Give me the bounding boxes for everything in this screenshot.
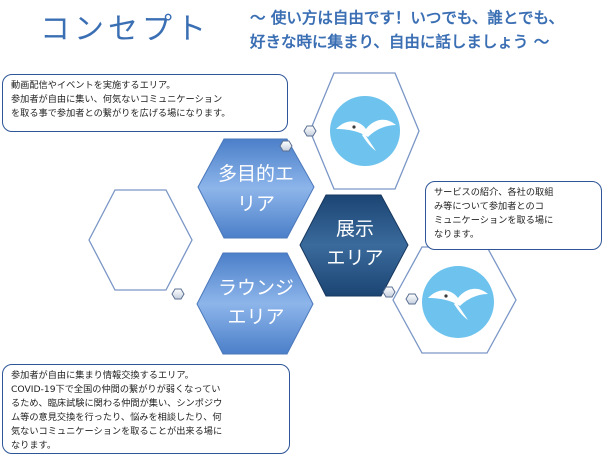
subtitle-line-2: 好きな時に集まり、自由に話しましょう ～: [250, 33, 550, 51]
hex-multipurpose-line1: 多目的エ: [218, 163, 294, 185]
bird-photo-icon: [330, 96, 400, 166]
hex-multipurpose-line2: リア: [237, 193, 275, 215]
hex-connector-icon: [382, 286, 396, 298]
hex-exhibition-line2: エリア: [326, 247, 383, 269]
hex-connector-icon: [279, 140, 293, 152]
callout-exhibition: サービスの紹介、各社の取組 み等について参加者とのコ ミュニケーションを取る場に…: [425, 181, 602, 250]
hex-multipurpose-area: 多目的エ リア: [197, 138, 315, 239]
page-subtitle: ～ 使い方は自由です！いつでも、誰とでも、 好きな時に集まり、自由に話しましょう…: [250, 6, 610, 54]
subtitle-line-1: ～ 使い方は自由です！いつでも、誰とでも、: [250, 9, 565, 27]
bird-photo-icon: [422, 266, 494, 338]
page-title: コンセプト: [40, 12, 210, 47]
callout-lounge: 参加者が自由に集まり情報交換するエリア。 COVID-19下で全国の仲間の繋がり…: [2, 364, 290, 454]
callout-multipurpose: 動画配信やイベントを実施するエリア。 参加者が自由に集い、何気ないコミュニケーシ…: [2, 74, 288, 132]
hex-lounge-line2: エリア: [227, 306, 284, 328]
hex-exhibition-line1: 展示: [336, 218, 374, 240]
hex-exhibition-area: 展示 エリア: [299, 194, 409, 297]
hex-lounge-line1: ラウンジ: [218, 277, 294, 299]
hex-connector-icon: [405, 293, 419, 305]
hex-connector-icon: [171, 288, 185, 300]
outline-hex-left: [88, 189, 193, 291]
hex-lounge-area: ラウンジ エリア: [196, 252, 314, 355]
hex-connector-icon: [303, 125, 317, 137]
